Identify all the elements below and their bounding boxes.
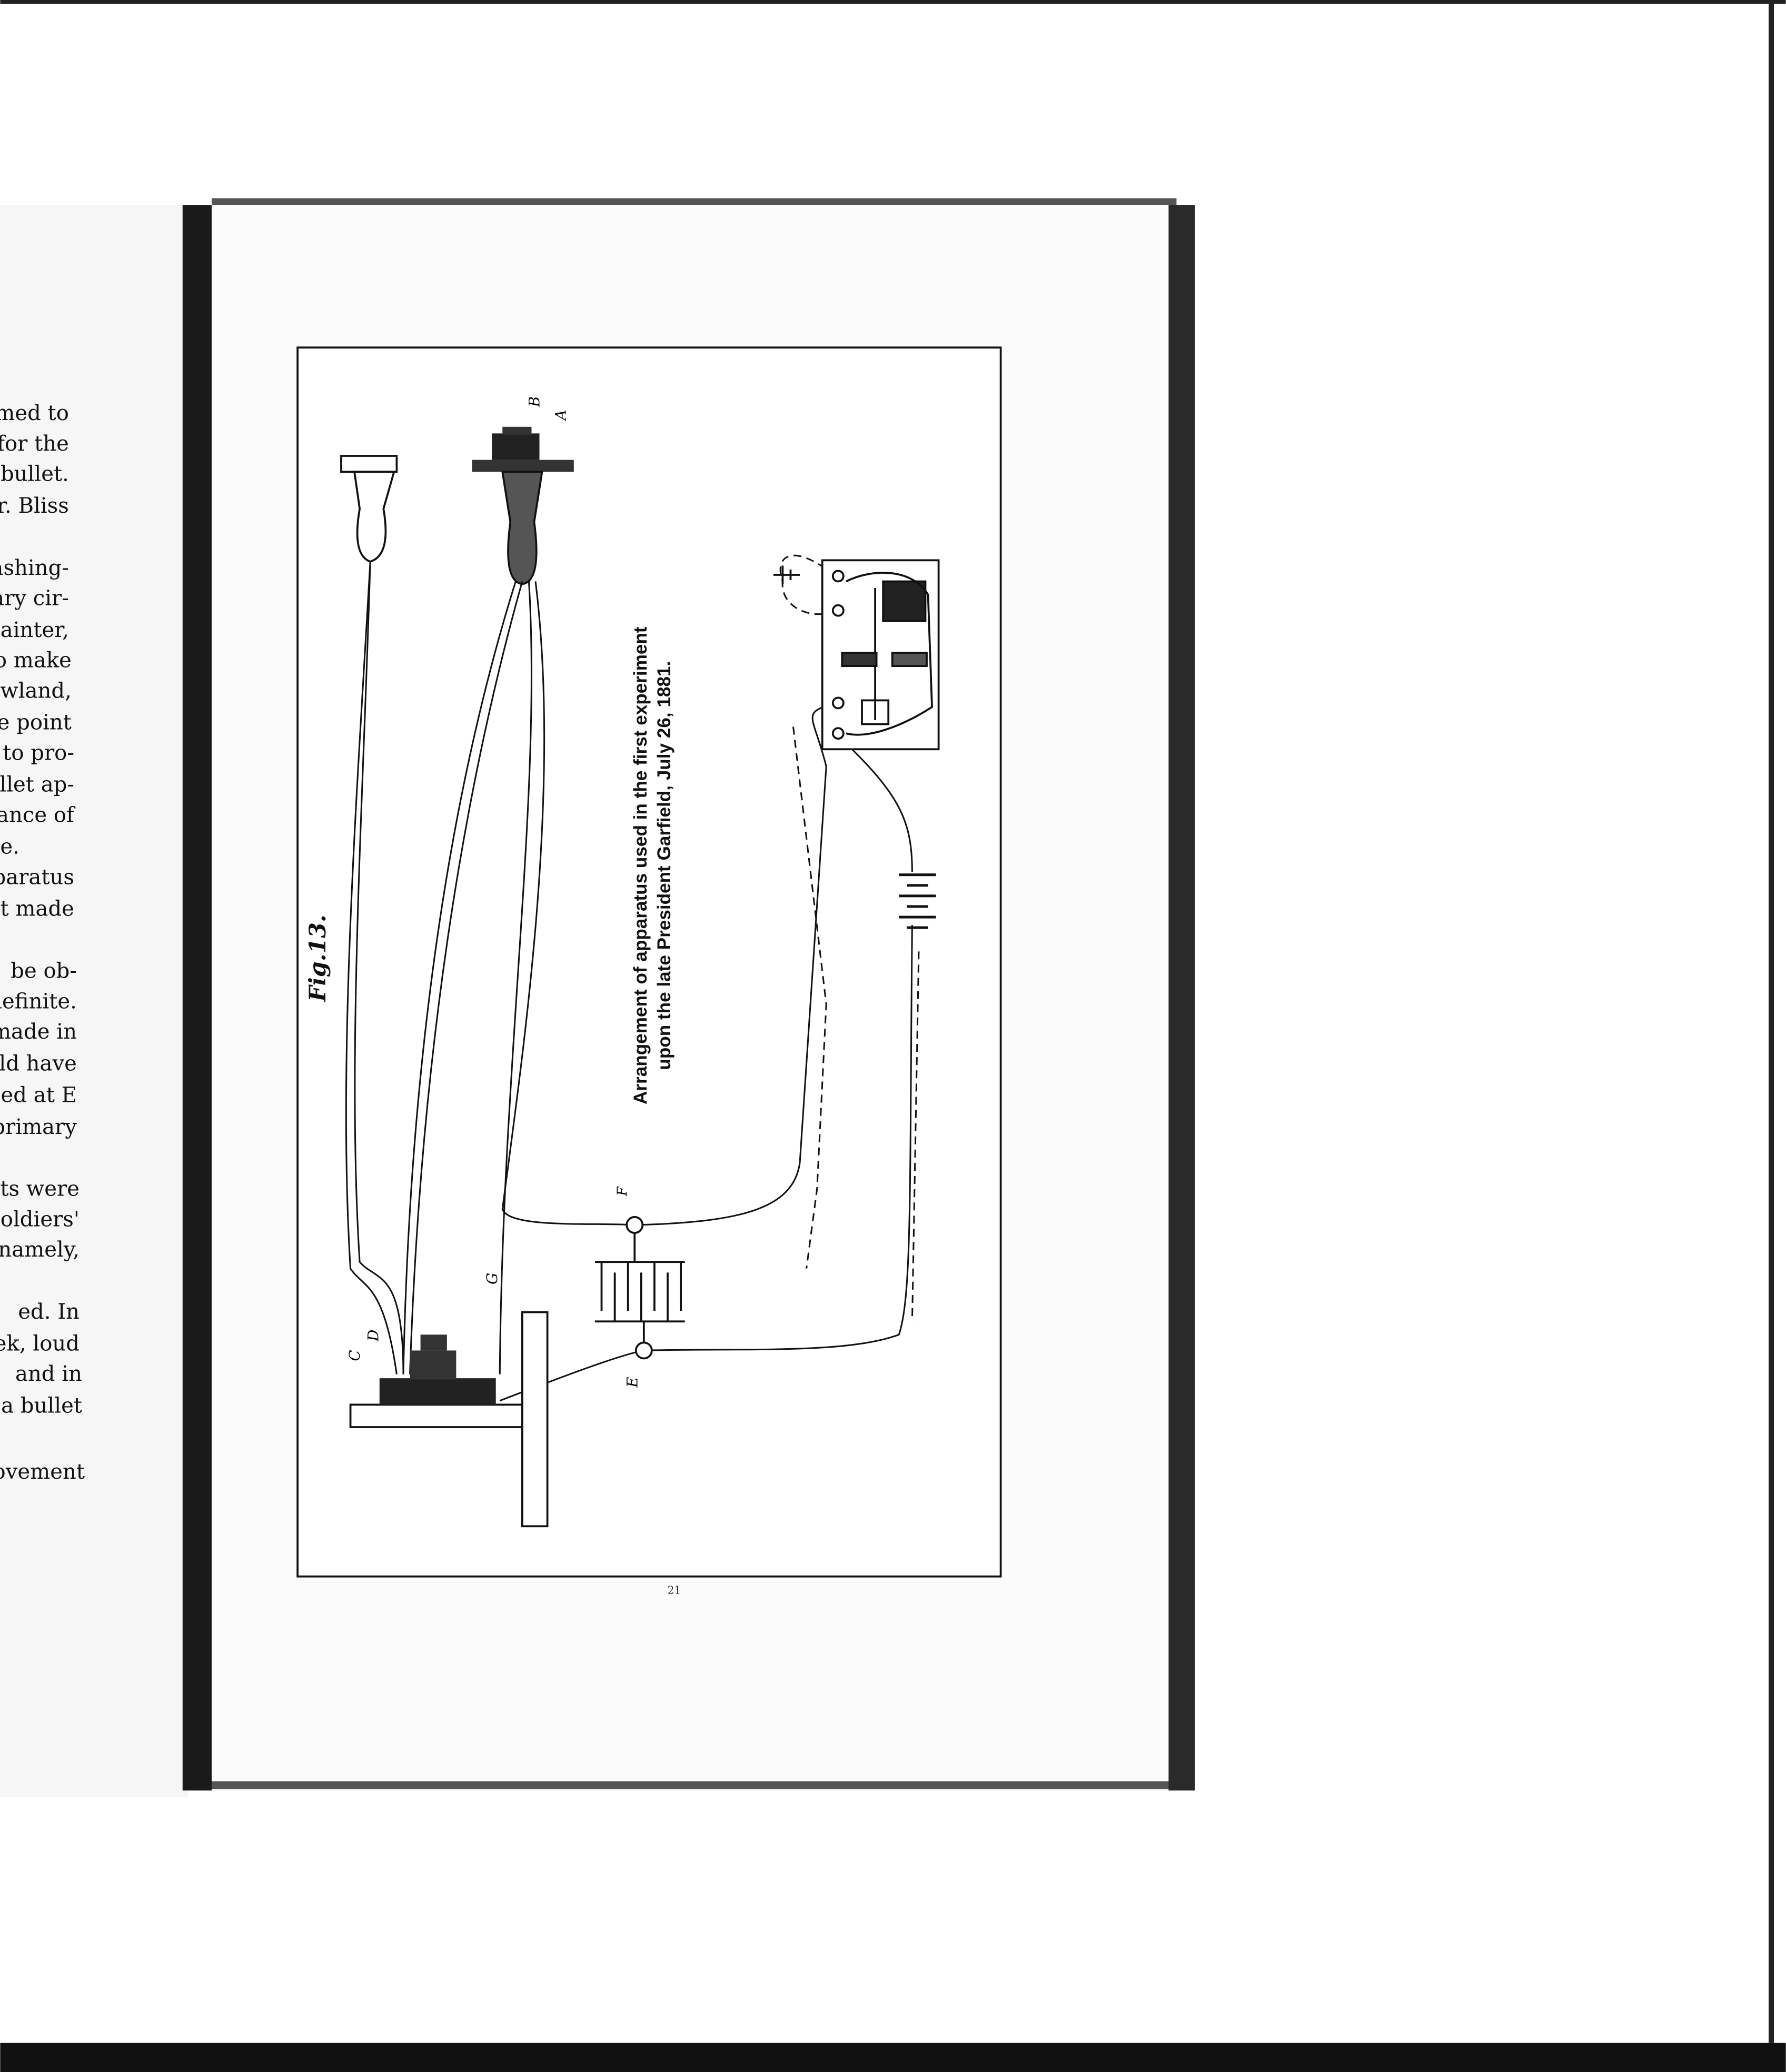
induction-balance-base — [349, 1311, 549, 1528]
page-edge — [1168, 205, 1195, 1791]
left-page-text-line: ed at E — [1, 1083, 77, 1108]
label-b: B — [526, 396, 543, 407]
left-page-text-line: ovement — [0, 1460, 85, 1484]
left-page-text-line: ashing- — [0, 556, 69, 580]
left-page-text-line: e point — [0, 711, 72, 735]
left-page-text-line: be ob- — [11, 959, 77, 983]
label-c: C — [346, 1350, 363, 1361]
twisted-wires — [345, 561, 913, 1402]
figure-caption-line2: upon the late President Garfield, July 2… — [654, 661, 674, 1070]
left-page-text-line: ed. In — [18, 1300, 80, 1324]
left-page-text-line: for the — [0, 432, 69, 456]
right-page: Fig.13. Arrangement of apparatus used in… — [211, 198, 1195, 1791]
left-page-text-line: a bullet — [1, 1393, 82, 1418]
left-page-text-line: wland, — [0, 679, 72, 703]
label-g: G — [483, 1273, 501, 1284]
left-page-text-line: ek, loud — [0, 1331, 80, 1356]
figure-caption-line1: Arrangement of apparatus used in the fir… — [630, 626, 651, 1104]
label-d: D — [364, 1330, 382, 1342]
left-page-text-line: llet ap- — [0, 773, 74, 797]
battery-icon — [899, 873, 936, 929]
probe-handle-icon — [340, 455, 398, 563]
left-page-text-line: to pro- — [3, 741, 74, 765]
book-spine — [182, 205, 212, 1791]
condenser-icon — [594, 1216, 685, 1360]
left-page-text-line: o make — [0, 649, 72, 673]
left-page-text-line: ld have — [0, 1051, 77, 1075]
left-page-text-line: ary cir- — [0, 586, 69, 611]
left-page-text-line: definite. — [0, 989, 77, 1013]
left-page-text-line: e. — [0, 835, 19, 859]
left-page-text-line: made in — [0, 1020, 77, 1044]
left-page-text-line: med to — [0, 401, 69, 425]
left-page-text-line: and in — [15, 1362, 82, 1386]
bottom-scan-bar — [0, 2043, 1786, 2072]
left-page-text-line: t made — [1, 897, 74, 921]
left-page-text-line: namely, — [0, 1238, 80, 1262]
figure-label: Fig.13. — [305, 914, 331, 1002]
right-scan-edge — [1769, 0, 1774, 2043]
left-page-text-line: r. Bliss — [0, 494, 69, 518]
left-page-text-line: ainter, — [1, 618, 69, 642]
page-number: 21 — [668, 1583, 681, 1596]
small-battery-icon — [773, 565, 800, 584]
interrupter-box-icon — [821, 559, 940, 751]
left-page-text-line: ts were — [0, 1177, 80, 1201]
left-page-text-line: primary — [0, 1115, 77, 1139]
left-page-text-line: bullet. — [1, 462, 69, 486]
left-page: med to for the bullet. r. Bliss ashing-ary c… — [0, 205, 212, 1797]
left-page-text-line: oldiers' — [1, 1207, 80, 1231]
label-e: E — [623, 1377, 641, 1388]
left-page-text-line: paratus — [0, 865, 74, 889]
label-a: A — [552, 410, 570, 422]
left-page-text-line: ance of — [0, 803, 76, 827]
label-f: F — [614, 1186, 630, 1197]
top-scan-edge — [0, 0, 1786, 4]
